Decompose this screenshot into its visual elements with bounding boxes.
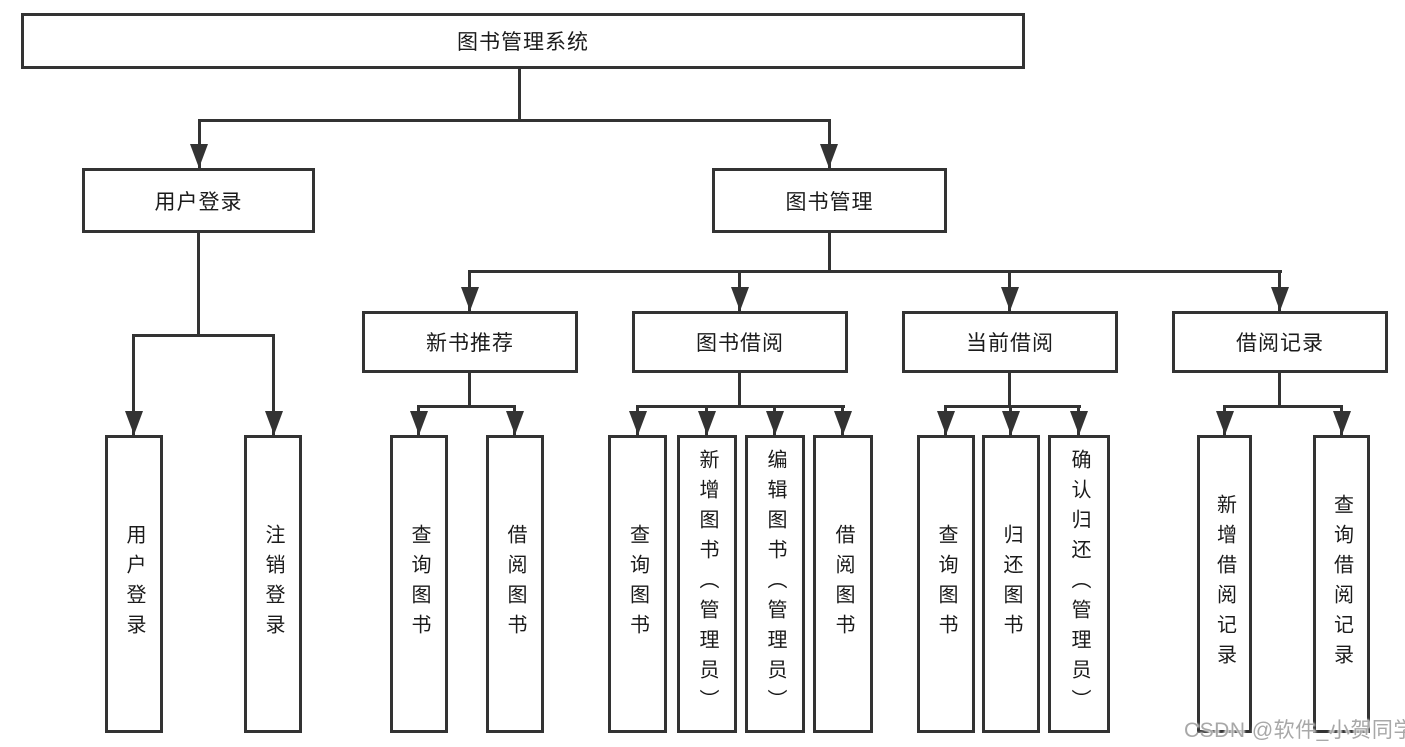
leaf-current-query-label: 查询图书 [935,524,957,644]
leaf-current-confirm-label: 确认归还（管理员） [1068,449,1090,719]
arrowhead-icon [834,411,852,435]
node-root: 图书管理系统 [21,13,1025,69]
arrowhead-icon [461,287,479,311]
arrowhead-icon [820,144,838,168]
connector-line [197,233,200,337]
connector-line [272,334,275,435]
arrowhead-icon [698,411,716,435]
leaf-newbooks-borrow-label: 借阅图书 [504,524,526,644]
connector-line [132,334,275,337]
leaf-borrow-borrow-label: 借阅图书 [832,524,854,644]
connector-line [518,69,521,122]
arrowhead-icon [265,411,283,435]
node-user-login: 用户登录 [82,168,315,233]
leaf-records-query: 查询借阅记录 [1313,435,1370,733]
leaf-current-return: 归还图书 [982,435,1040,733]
connector-line [1278,373,1281,408]
csdn-watermark: CSDN @软件_小贺同学 [1184,719,1405,742]
leaf-borrow-add-label: 新增图书（管理员） [696,449,718,719]
arrowhead-icon [1001,287,1019,311]
leaf-newbooks-borrow: 借阅图书 [486,435,544,733]
leaf-logout-label: 注销登录 [262,524,284,644]
leaf-borrow-query-label: 查询图书 [626,524,649,644]
arrowhead-icon [1271,287,1289,311]
node-book-borrow: 图书借阅 [632,311,848,373]
node-borrow-records: 借阅记录 [1172,311,1388,373]
leaf-current-return-label: 归还图书 [1000,524,1022,644]
connector-line [636,405,845,408]
arrowhead-icon [190,144,208,168]
connector-line [1008,373,1011,408]
leaf-borrow-add: 新增图书（管理员） [677,435,737,733]
node-current-borrow: 当前借阅 [902,311,1118,373]
node-new-books: 新书推荐 [362,311,578,373]
leaf-records-add: 新增借阅记录 [1197,435,1252,733]
arrowhead-icon [731,287,749,311]
arrowhead-icon [410,411,428,435]
connector-line [944,405,1081,408]
leaf-logout: 注销登录 [244,435,302,733]
leaf-user-login: 用户登录 [105,435,163,733]
leaf-records-add-label: 新增借阅记录 [1213,494,1236,674]
node-book-mgmt: 图书管理 [712,168,947,233]
connector-line [468,373,471,408]
connector-line [417,405,516,408]
arrowhead-icon [1002,411,1020,435]
leaf-current-query: 查询图书 [917,435,975,733]
connector-line [198,119,831,122]
arrowhead-icon [125,411,143,435]
leaf-records-query-label: 查询借阅记录 [1330,494,1353,674]
leaf-user-login-label: 用户登录 [123,524,145,644]
connector-line [828,233,831,273]
leaf-borrow-edit: 编辑图书（管理员） [745,435,805,733]
arrowhead-icon [629,411,647,435]
leaf-borrow-edit-label: 编辑图书（管理员） [764,449,786,719]
leaf-current-confirm: 确认归还（管理员） [1048,435,1110,733]
arrowhead-icon [1333,411,1351,435]
arrowhead-icon [937,411,955,435]
arrowhead-icon [506,411,524,435]
leaf-borrow-query: 查询图书 [608,435,667,733]
leaf-newbooks-query-label: 查询图书 [408,524,430,644]
arrowhead-icon [1216,411,1234,435]
arrowhead-icon [766,411,784,435]
connector-line [132,334,135,435]
connector-line [738,373,741,408]
leaf-newbooks-query: 查询图书 [390,435,448,733]
arrowhead-icon [1070,411,1088,435]
connector-line [468,270,1282,273]
leaf-borrow-borrow: 借阅图书 [813,435,873,733]
connector-line [1223,405,1343,408]
